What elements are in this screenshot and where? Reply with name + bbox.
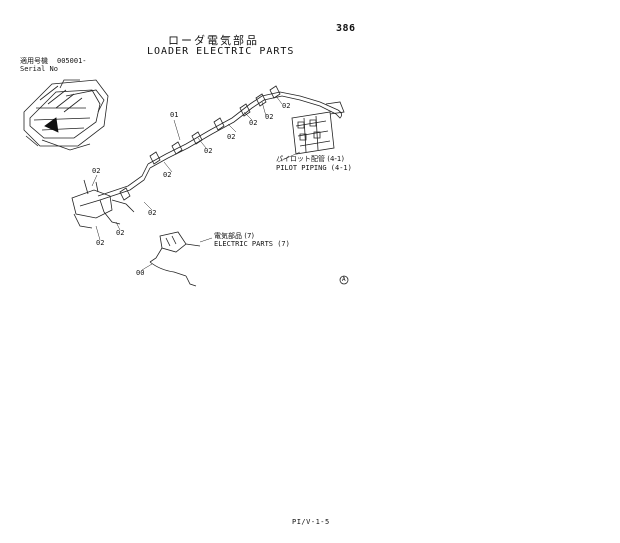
callout-02: 02 bbox=[96, 239, 105, 247]
callout-01: 01 bbox=[170, 111, 179, 119]
electric-parts-ref-jp: 電気部品 (7) bbox=[214, 232, 255, 240]
callout-02: 02 bbox=[249, 119, 258, 127]
serial-label-en: Serial No bbox=[20, 65, 58, 73]
leader-lines bbox=[91, 95, 301, 271]
page-number: 386 bbox=[336, 23, 356, 34]
callout-02: 02 bbox=[265, 113, 274, 121]
mark-circle bbox=[339, 275, 349, 285]
callout-00: 00 bbox=[136, 269, 145, 277]
pilot-piping-ref-jp: パイロット配管 (4-1) bbox=[276, 155, 345, 163]
page-footer: PI/V-1-5 bbox=[292, 518, 330, 526]
callout-02: 02 bbox=[148, 209, 157, 217]
location-marker bbox=[44, 117, 59, 133]
page-title-jp: ローダ電気部品 bbox=[168, 34, 259, 47]
mark-letter: A bbox=[342, 276, 346, 283]
callout-02: 02 bbox=[116, 229, 125, 237]
serial-label-jp: 適用号機 bbox=[20, 57, 48, 65]
electric-parts-group bbox=[149, 231, 201, 287]
electric-parts-ref-en: ELECTRIC PARTS (7) bbox=[214, 240, 290, 248]
front-harness bbox=[71, 179, 135, 229]
machine-illustration bbox=[23, 79, 109, 151]
callout-02: 02 bbox=[163, 171, 172, 179]
main-harness bbox=[97, 91, 342, 201]
callout-02: 02 bbox=[227, 133, 236, 141]
clamp-set bbox=[119, 85, 281, 201]
callout-02: 02 bbox=[282, 102, 291, 110]
pilot-valve-block bbox=[291, 101, 345, 155]
serial-value: 005001- bbox=[57, 57, 87, 65]
pilot-piping-ref-en: PILOT PIPING (4-1) bbox=[276, 164, 352, 172]
callout-02: 02 bbox=[92, 167, 101, 175]
page-title-en: LOADER ELECTRIC PARTS bbox=[147, 46, 295, 57]
callout-02: 02 bbox=[204, 147, 213, 155]
